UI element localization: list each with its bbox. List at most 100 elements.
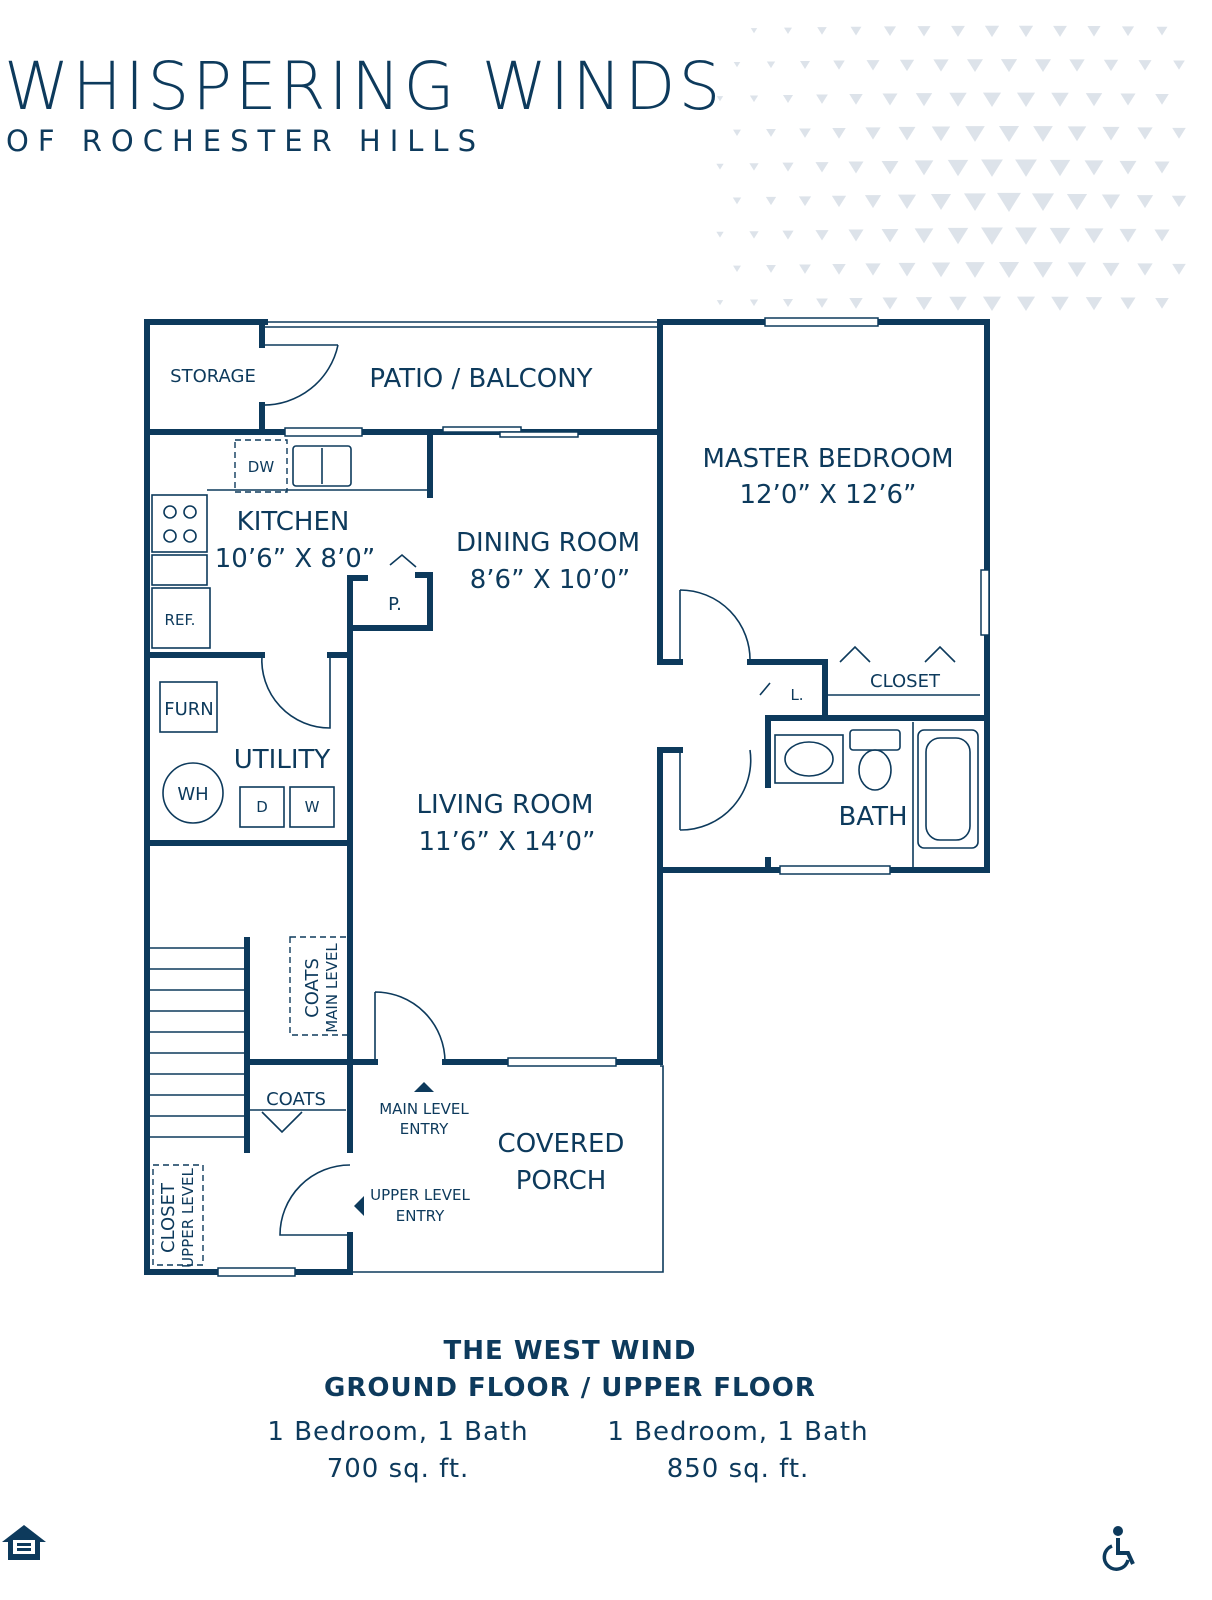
pattern-triangle (1084, 228, 1104, 244)
upper-rooms: 1 Bedroom, 1 Bath (607, 1417, 869, 1447)
pattern-triangle (1087, 26, 1101, 37)
pattern-triangle (1154, 161, 1170, 174)
pattern-triangle (749, 299, 759, 307)
label-coats-main-sub: MAIN LEVEL (323, 943, 341, 1033)
pattern-triangle (1172, 263, 1186, 275)
label-pantry: P. (388, 594, 402, 615)
label-upper-entry-1: UPPER LEVEL (370, 1186, 470, 1204)
pattern-triangle (881, 160, 899, 175)
pattern-triangle (898, 262, 916, 277)
label-utility: UTILITY (234, 745, 331, 775)
wheelchair-accessible-icon (1102, 1526, 1135, 1571)
pattern-triangle (816, 94, 828, 104)
pattern-triangle (733, 265, 741, 272)
pattern-triangle (1154, 229, 1170, 242)
fixtures (150, 439, 979, 1266)
ground-rooms: 1 Bedroom, 1 Bath (267, 1417, 529, 1447)
pattern-triangle (799, 128, 811, 138)
pattern-triangle (716, 300, 724, 306)
pattern-triangle (1016, 92, 1036, 108)
label-furnace: FURN (164, 699, 214, 720)
pattern-triangle (799, 264, 811, 274)
label-dining-dim: 8’6” X 10’0” (470, 565, 631, 595)
pattern-triangle (933, 59, 949, 72)
label-closet: CLOSET (870, 671, 941, 692)
pattern-triangle (1031, 193, 1055, 212)
pattern-triangle (931, 126, 951, 142)
pattern-triangle (965, 126, 985, 142)
pattern-triangle (1033, 262, 1053, 278)
pattern-triangle (782, 230, 794, 240)
pattern-triangle (732, 197, 742, 205)
pattern-triangle (898, 126, 916, 141)
pattern-triangle (848, 229, 864, 242)
plan-floors: GROUND FLOOR / UPPER FLOOR (324, 1373, 816, 1403)
label-water-heater: WH (177, 784, 208, 805)
pattern-triangle (984, 25, 1000, 38)
pattern-triangle (881, 228, 899, 243)
pattern-triangle (816, 298, 828, 308)
pattern-triangle (1049, 159, 1071, 177)
pattern-triangle (765, 196, 777, 206)
pattern-triangle (1136, 195, 1154, 209)
pattern-triangle (832, 263, 846, 275)
pattern-triangle (815, 162, 829, 173)
pattern-triangle (1102, 126, 1120, 141)
ground-area: 700 sq. ft. (326, 1454, 470, 1484)
label-upper-entry-2: ENTRY (396, 1207, 445, 1225)
upper-floor-info: 1 Bedroom, 1 Bath 850 sq. ft. (588, 1414, 888, 1488)
pattern-triangle (831, 195, 847, 208)
pattern-triangle (949, 296, 967, 311)
label-refrigerator: REF. (165, 611, 196, 629)
plan-name: THE WEST WIND (443, 1336, 697, 1366)
pattern-triangle (882, 297, 898, 310)
pattern-triangle (749, 95, 759, 103)
pattern-triangle (848, 161, 864, 174)
label-living-room: LIVING ROOM (417, 790, 594, 820)
pattern-triangle (750, 28, 758, 34)
pattern-triangle (866, 60, 880, 71)
pattern-triangle (1102, 262, 1120, 277)
ground-floor-info: 1 Bedroom, 1 Bath 700 sq. ft. (248, 1414, 548, 1488)
triangle-pattern (716, 25, 1187, 312)
pattern-triangle (1015, 227, 1037, 245)
pattern-triangle (947, 159, 969, 177)
pattern-triangle (1171, 195, 1187, 208)
pattern-triangle (782, 162, 794, 172)
label-dining: DINING ROOM (456, 528, 640, 558)
label-living-dim: 11’6” X 14’0” (418, 827, 595, 857)
label-main-entry-1: MAIN LEVEL (379, 1100, 469, 1118)
upper-area: 850 sq. ft. (666, 1454, 810, 1484)
pattern-triangle (1051, 296, 1069, 311)
label-kitchen-dim: 10’6” X 8’0” (215, 544, 376, 574)
brand-subtitle: OF ROCHESTER HILLS (6, 124, 485, 158)
pattern-triangle (899, 59, 915, 72)
pattern-triangle (951, 25, 965, 37)
pattern-triangle (964, 193, 986, 211)
pattern-triangle (832, 127, 846, 139)
pattern-triangle (783, 27, 793, 35)
pattern-triangle (815, 230, 829, 241)
pattern-triangle (833, 60, 845, 70)
pattern-triangle (1066, 193, 1088, 211)
pattern-triangle (1067, 262, 1087, 278)
pattern-triangle (733, 129, 741, 136)
pattern-triangle (1067, 126, 1087, 142)
pattern-triangle (817, 27, 827, 35)
pattern-triangle (915, 93, 933, 107)
label-porch-1: COVERED (498, 1129, 625, 1159)
pattern-triangle (849, 297, 863, 309)
pattern-triangle (1120, 297, 1136, 310)
pattern-triangle (1084, 160, 1104, 176)
staircase (150, 947, 245, 1138)
pattern-triangle (930, 193, 952, 211)
pattern-triangle (766, 129, 776, 137)
pattern-triangle (1120, 93, 1136, 106)
pattern-triangle (733, 62, 741, 68)
label-master-bedroom: MASTER BEDROOM (702, 444, 953, 474)
pattern-triangle (865, 263, 881, 276)
label-storage: STORAGE (170, 366, 256, 387)
pattern-triangle (782, 94, 794, 104)
pattern-triangle (849, 93, 863, 105)
pattern-triangle (883, 26, 897, 37)
